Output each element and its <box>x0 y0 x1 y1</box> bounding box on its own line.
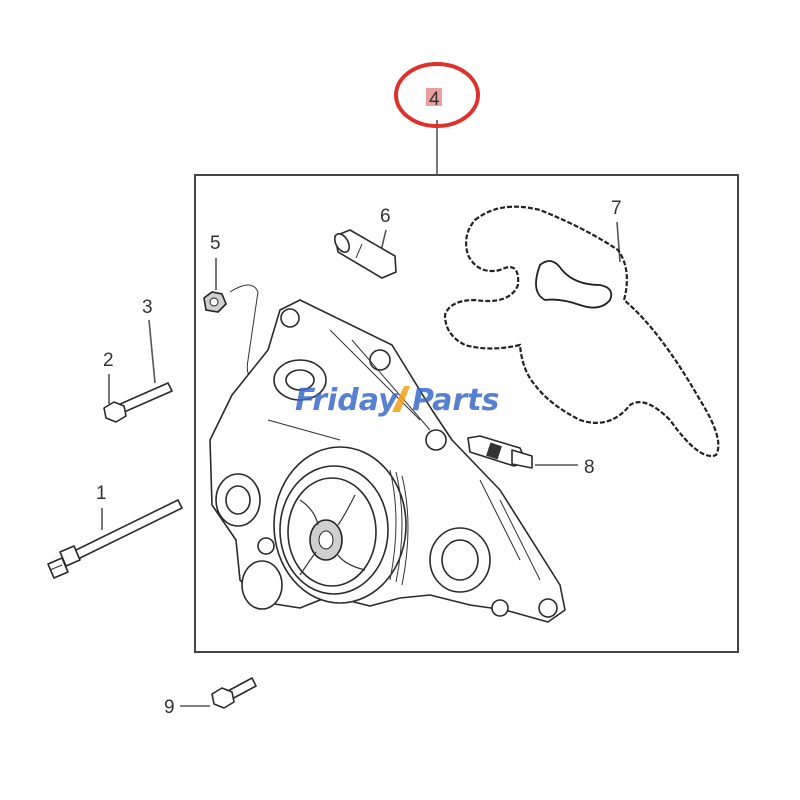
callout-8: 8 <box>584 457 595 478</box>
water-pump-assembly <box>209 299 566 623</box>
callout-4-highlight <box>426 88 442 106</box>
part-1-long-bolt: 1 <box>47 483 183 579</box>
callout-2: 2 <box>103 350 114 371</box>
callout-1: 1 <box>96 483 107 504</box>
part-9-bolt: 9 <box>164 677 257 718</box>
gasket-outline <box>443 205 720 458</box>
red-highlight-circle <box>394 62 480 128</box>
callout-6: 6 <box>380 206 391 227</box>
watermark-swoosh <box>392 386 410 412</box>
callout-4-group: 4 <box>394 62 480 175</box>
leader-3 <box>148 319 156 384</box>
watermark-text-parts: Parts <box>412 383 499 418</box>
part-6-fitting: 6 <box>333 206 397 279</box>
friday-parts-watermark: Friday Parts <box>295 383 499 418</box>
callout-4: 4 <box>429 89 440 110</box>
callout-7: 7 <box>611 198 622 219</box>
part-3-stud: 3 <box>142 297 156 384</box>
assembly-frame <box>194 174 739 653</box>
part-7-gasket: 7 <box>443 198 720 458</box>
watermark-text-friday: Friday <box>295 383 399 418</box>
callout-3: 3 <box>142 297 153 318</box>
part-2-short-bolt: 2 <box>103 350 173 423</box>
leader-7 <box>616 221 621 263</box>
callout-9: 9 <box>164 697 175 718</box>
part-5-nut: 5 <box>203 233 263 391</box>
callout-5: 5 <box>210 233 221 254</box>
part-8-sensor: 8 <box>467 435 595 478</box>
